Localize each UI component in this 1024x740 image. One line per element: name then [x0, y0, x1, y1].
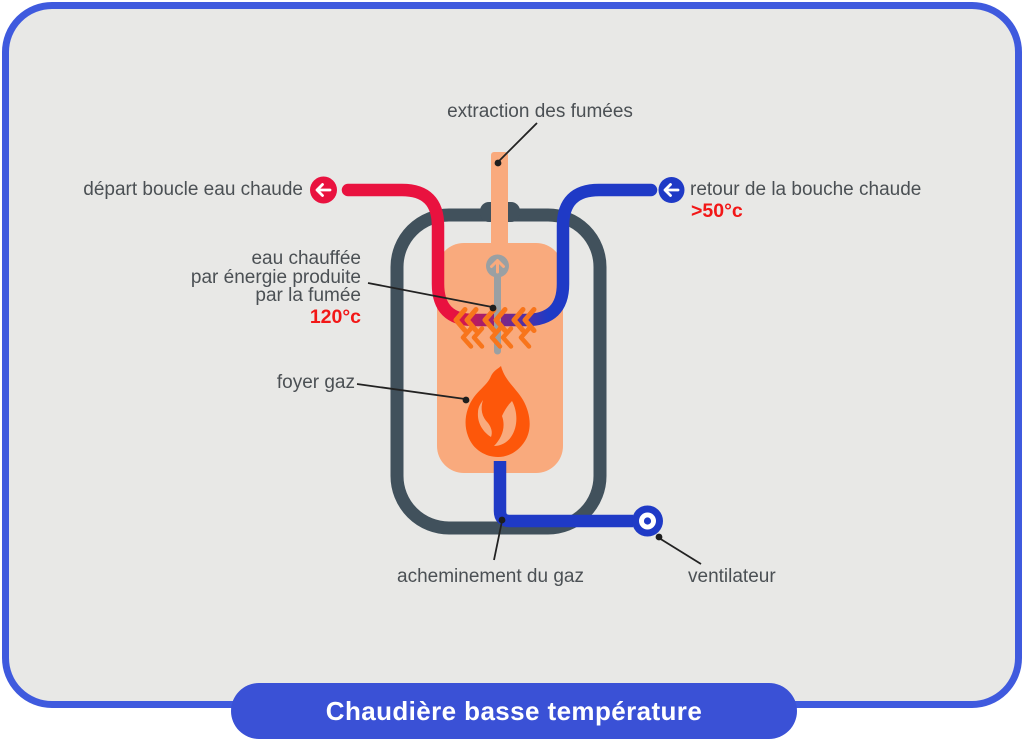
leader-dots	[462, 159, 663, 541]
retour-label: retour de la bouche chaude	[690, 179, 922, 200]
ventilateur-label: ventilateur	[688, 566, 776, 587]
eau-chauffee-label: eau chauffée par énergie produite par la…	[190, 248, 361, 328]
flue-pipe	[491, 152, 508, 272]
fan-icon	[632, 505, 663, 537]
eau-temp-value: 120°c	[309, 305, 361, 328]
acheminement-label: acheminement du gaz	[397, 566, 584, 587]
depart-label: départ boucle eau chaude	[83, 179, 303, 200]
probe	[486, 254, 509, 355]
leader-lines	[356, 122, 702, 565]
foyer-label: foyer gaz	[276, 372, 355, 393]
eau-chauffee-line1: eau chauffée	[251, 248, 361, 269]
eau-chauffee-line2: par énergie produite	[190, 266, 361, 288]
heat-chevrons-icon	[453, 307, 537, 349]
up-arrow-icon	[490, 259, 505, 274]
flame-icon	[465, 366, 530, 457]
diagram-title-text: Chaudière basse température	[325, 695, 703, 726]
eau-chauffee-line3: par la fumée	[255, 285, 361, 306]
retour-temp-value: >50°c	[691, 200, 743, 222]
depart-arrow-icon	[310, 176, 337, 204]
diagram-title: Chaudière basse température	[231, 683, 797, 739]
extraction-label: extraction des fumées	[447, 101, 633, 122]
retour-arrow-icon	[658, 177, 685, 203]
